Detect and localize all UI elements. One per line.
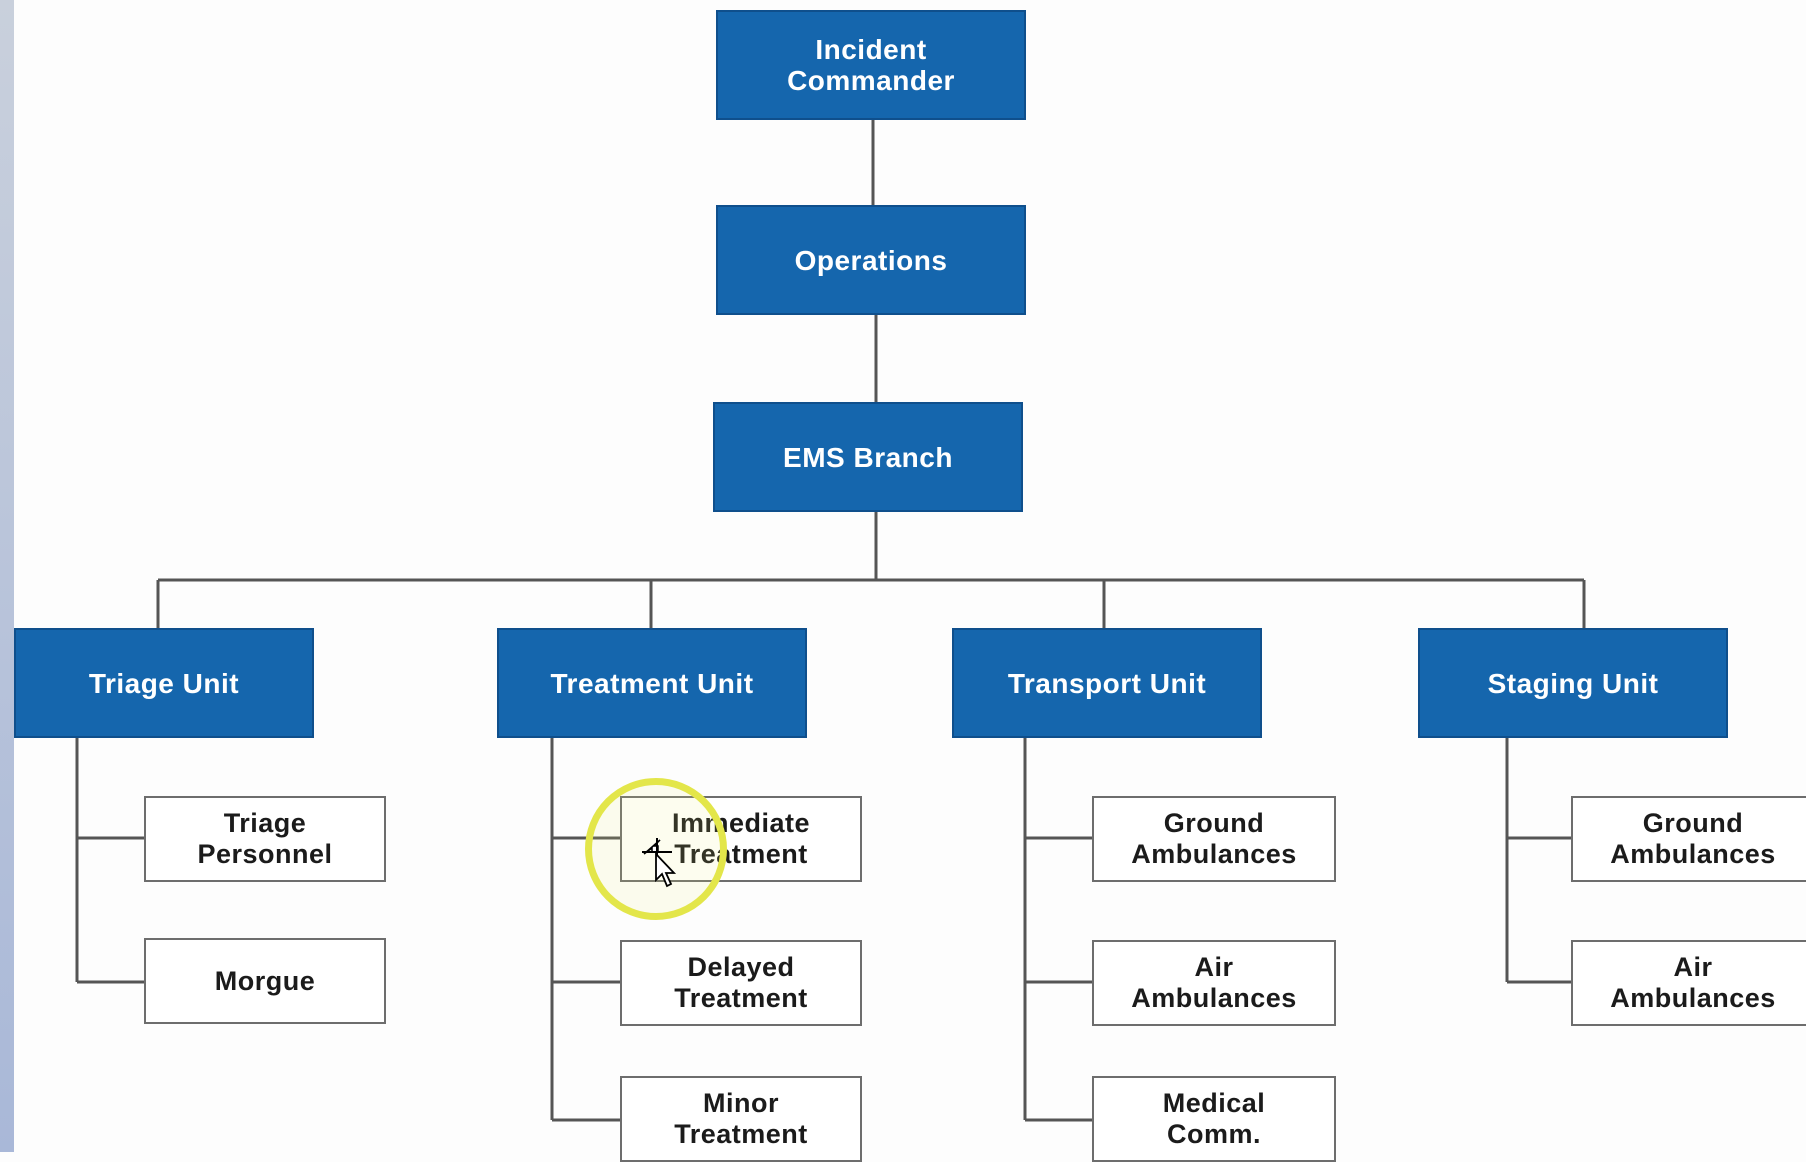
node-delayed-treatment: Delayed Treatment <box>620 940 862 1026</box>
node-ems-branch: EMS Branch <box>713 402 1023 512</box>
node-morgue: Morgue <box>144 938 386 1024</box>
node-triage-personnel: Triage Personnel <box>144 796 386 882</box>
move-cursor-icon <box>642 838 677 888</box>
node-medical-comm: Medical Comm. <box>1092 1076 1336 1162</box>
node-treatment-unit: Treatment Unit <box>497 628 807 738</box>
node-transport-air-ambulances: Air Ambulances <box>1092 940 1336 1026</box>
node-triage-unit: Triage Unit <box>14 628 314 738</box>
window-left-edge <box>0 0 14 1152</box>
node-transport-ground-ambulances: Ground Ambulances <box>1092 796 1336 882</box>
node-transport-unit: Transport Unit <box>952 628 1262 738</box>
node-incident-commander: Incident Commander <box>716 10 1026 120</box>
node-staging-air-ambulances: Air Ambulances <box>1571 940 1806 1026</box>
node-operations: Operations <box>716 205 1026 315</box>
node-staging-ground-ambulances: Ground Ambulances <box>1571 796 1806 882</box>
node-minor-treatment: Minor Treatment <box>620 1076 862 1162</box>
node-staging-unit: Staging Unit <box>1418 628 1728 738</box>
